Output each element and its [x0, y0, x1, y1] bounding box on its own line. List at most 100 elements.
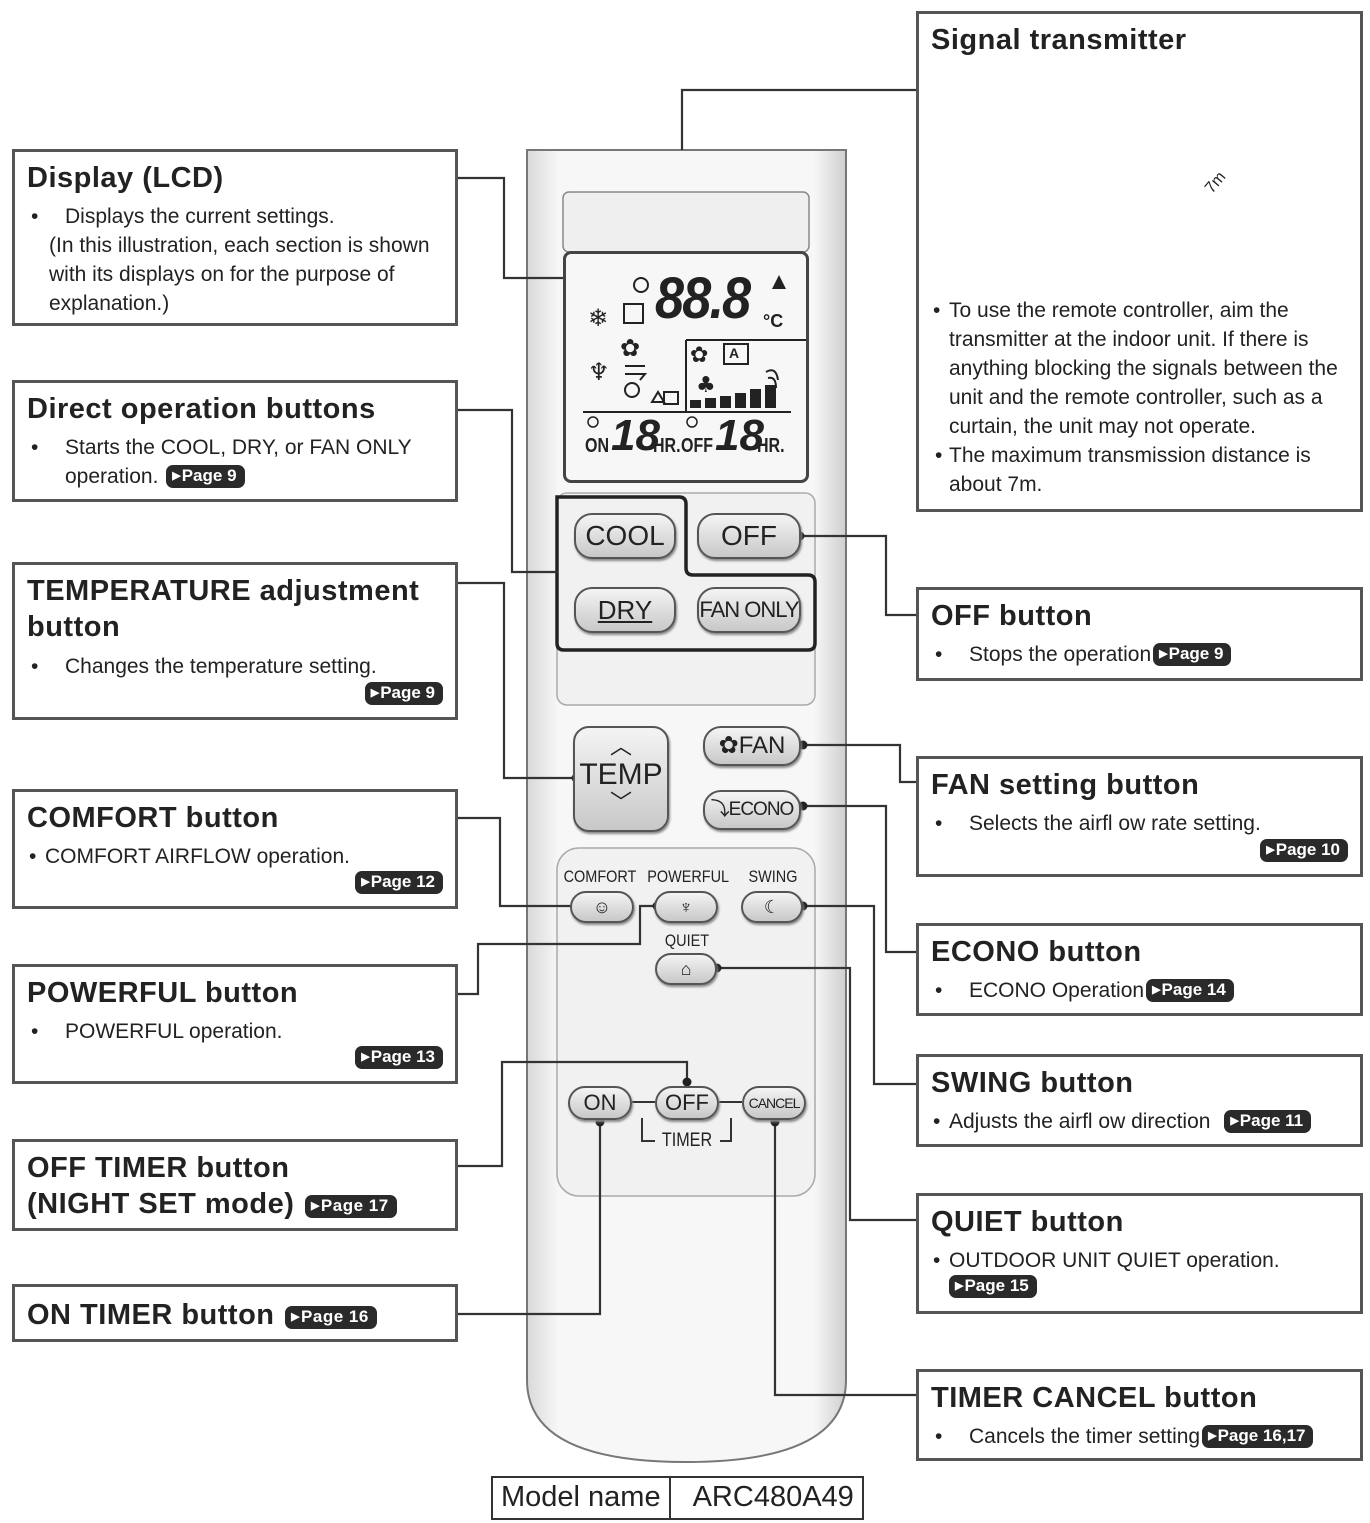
svg-text:♣: ♣ — [696, 373, 716, 398]
temp-button[interactable]: ︿ TEMP ﹀ — [573, 726, 669, 832]
powerful-title: POWERFUL button — [27, 977, 299, 1009]
quiet-desc: OUTDOOR UNIT QUIET operation. — [931, 1246, 1348, 1275]
swing-label: SWING — [748, 867, 798, 886]
timer-cancel-callout: TIMER CANCEL button Cancels the timer se… — [916, 1369, 1363, 1461]
econo-callout: ECONO button ECONO OperationPage 14 — [916, 923, 1363, 1016]
econo-button-label: ECONO — [728, 799, 795, 820]
econo-icon: ⤵ — [710, 799, 730, 820]
comfort-label: COMFORT — [563, 867, 637, 886]
transmitter-window — [562, 191, 810, 253]
off-timer-mode: (NIGHT SET mode) Page 17 — [27, 1186, 443, 1222]
off-button-callout: OFF button Stops the operationPage 9 — [916, 587, 1363, 681]
leader-lines — [455, 88, 918, 1397]
lcd-screen: 88.8 °C A ON 18 HR. OFF 18 HR. — [563, 251, 809, 483]
timer-cancel-desc: Cancels the timer settingPage 16,17 — [931, 1422, 1348, 1451]
model-name-label: Model name — [501, 1481, 661, 1513]
direct-operation-desc: Starts the COOL, DRY, or FAN ONLY operat… — [27, 433, 443, 491]
timer-label: TIMER — [661, 1130, 713, 1151]
quiet-label: QUIET — [664, 931, 710, 950]
on-timer-title: ON TIMER button Page 16 — [27, 1297, 443, 1333]
comfort-icon: ☺ — [592, 897, 612, 917]
powerful-icon: ♆ — [679, 897, 693, 917]
off-button-desc: Stops the operationPage 9 — [931, 640, 1348, 669]
model-name-table: Model name ARC480A49 — [491, 1476, 864, 1520]
on-timer-button[interactable]: ON — [568, 1086, 632, 1120]
display-lcd-note: (In this illustration, each section is s… — [49, 234, 430, 316]
signal-transmitter-callout: Signal transmitter 7m To use the remote … — [916, 11, 1363, 512]
fan-setting-desc: Selects the airfl ow rate setting. — [931, 809, 1348, 838]
on-timer-callout: ON TIMER button Page 16 — [12, 1284, 458, 1342]
comfort-desc: COMFORT AIRFLOW operation. — [27, 842, 443, 871]
quiet-title: QUIET button — [931, 1206, 1124, 1238]
powerful-callout: POWERFUL button POWERFUL operation. Page… — [12, 964, 458, 1084]
page-reference: Page 9 — [364, 682, 443, 705]
signal-transmitter-distance: The maximum transmission distance is abo… — [931, 441, 1348, 499]
timer-cancel-title: TIMER CANCEL button — [931, 1382, 1258, 1414]
svg-text:♆: ♆ — [588, 358, 610, 386]
dry-button[interactable]: DRY — [574, 587, 676, 633]
comfort-button[interactable]: ☺ — [570, 891, 634, 923]
lcd-off-label: OFF — [681, 435, 713, 457]
svg-text:✿: ✿ — [690, 343, 708, 368]
quiet-button[interactable]: ⌂ — [655, 953, 717, 985]
cool-button[interactable]: COOL — [574, 513, 676, 559]
off-button-title: OFF button — [931, 600, 1093, 632]
temp-button-label: TEMP — [579, 758, 663, 791]
off-button[interactable]: OFF — [697, 513, 801, 559]
fan-setting-callout: FAN setting button Selects the airfl ow … — [916, 756, 1363, 877]
lcd-icons: ❄ ✿ ♆ ✿ ♣ — [583, 275, 807, 428]
lcd-on-hr: HR. — [653, 435, 681, 457]
display-lcd-desc: Displays the current settings. — [27, 202, 443, 231]
quiet-callout: QUIET button OUTDOOR UNIT QUIET operatio… — [916, 1193, 1363, 1314]
distance-label: 7m — [1202, 168, 1230, 197]
lcd-frame — [563, 251, 809, 483]
swing-desc: Adjusts the airfl ow direction Page 11 — [931, 1107, 1348, 1136]
powerful-desc: POWERFUL operation. — [27, 1017, 443, 1046]
chevron-up-icon: ︿ — [609, 734, 632, 759]
econo-desc: ECONO OperationPage 14 — [931, 976, 1348, 1005]
swing-title: SWING button — [931, 1067, 1134, 1099]
swing-button[interactable]: ☾ — [741, 891, 803, 923]
page-reference: Page 13 — [355, 1046, 443, 1069]
display-lcd-title: Display (LCD) — [27, 162, 224, 194]
display-lcd-callout: Display (LCD) Displays the current setti… — [12, 149, 458, 326]
off-timer-button[interactable]: OFF — [655, 1086, 719, 1120]
econo-title: ECONO button — [931, 936, 1142, 968]
lcd-on-digits: 18 — [611, 411, 660, 460]
signal-transmitter-title: Signal transmitter — [931, 24, 1187, 56]
fan-only-button[interactable]: FAN ONLY — [697, 587, 801, 633]
lcd-off-digits: 18 — [715, 411, 764, 460]
powerful-label: POWERFUL — [647, 867, 730, 886]
temperature-desc: Changes the temperature setting. — [27, 652, 443, 681]
page-reference: Page 10 — [1260, 839, 1348, 862]
fan-setting-title: FAN setting button — [931, 769, 1200, 801]
quiet-icon: ⌂ — [680, 959, 692, 979]
powerful-button[interactable]: ♆ — [654, 891, 718, 923]
page-reference: Page 12 — [355, 871, 443, 894]
direct-operation-callout: Direct operation buttons Starts the COOL… — [12, 380, 458, 502]
fan-button-label: FAN — [738, 732, 786, 759]
chevron-down-icon: ﹀ — [609, 790, 632, 815]
comfort-title: COMFORT button — [27, 802, 279, 834]
lcd-temperature: 88.8 — [655, 266, 751, 331]
econo-button[interactable]: ⤵ECONO — [703, 790, 801, 830]
fan-button[interactable]: ✿FAN — [703, 726, 801, 766]
svg-text:✿: ✿ — [620, 334, 640, 362]
swing-icon: ☾ — [763, 897, 781, 917]
page-reference: Page 9 — [166, 465, 245, 489]
lcd-auto-label: A — [729, 345, 740, 361]
lcd-off-hr: HR. — [757, 435, 785, 457]
direct-operation-title: Direct operation buttons — [27, 393, 376, 425]
timer-bracket — [641, 1118, 732, 1142]
cancel-timer-button[interactable]: CANCEL — [742, 1086, 806, 1120]
page-reference: Page 14 — [1146, 979, 1234, 1003]
temperature-title: TEMPERATURE adjustment button — [27, 575, 420, 644]
svg-text:❄: ❄ — [588, 304, 608, 332]
fan-icon: ✿ — [718, 732, 739, 759]
page-reference: Page 9 — [1153, 643, 1232, 667]
direct-highlight — [555, 495, 817, 652]
page-reference: Page 15 — [949, 1275, 1037, 1299]
lcd-on-label: ON — [585, 435, 609, 457]
page-reference: Page 16,17 — [1202, 1425, 1314, 1449]
signal-transmitter-desc: To use the remote controller, aim the tr… — [931, 296, 1348, 441]
